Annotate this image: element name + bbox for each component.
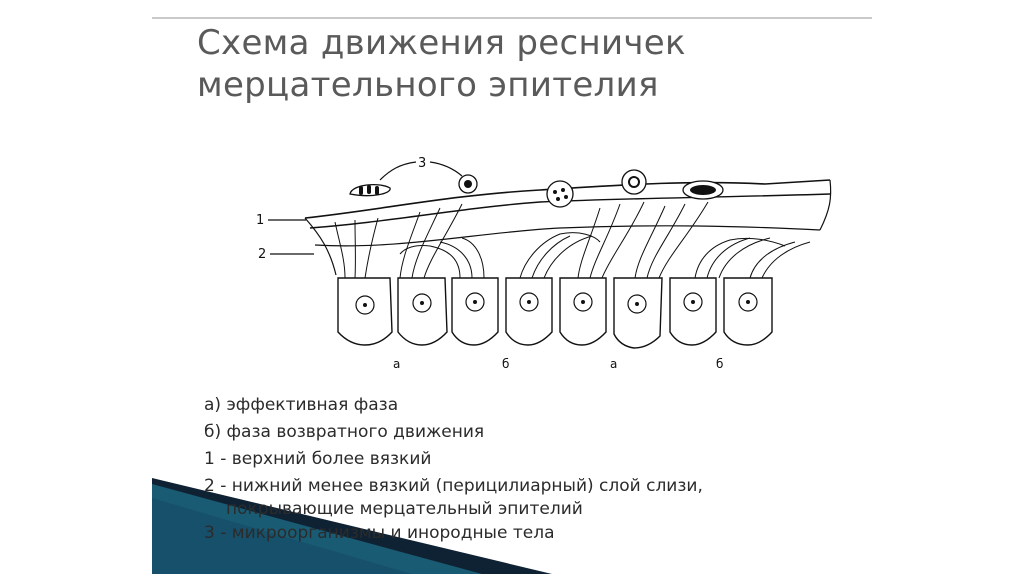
phase-label-b1: б bbox=[502, 357, 509, 371]
label-3-arrow-right bbox=[430, 162, 462, 176]
label-2: 2 bbox=[258, 247, 266, 262]
microorganism-2-core bbox=[464, 180, 472, 188]
mucus-layer-2 bbox=[315, 226, 820, 246]
label-3-arrow-left bbox=[380, 162, 416, 180]
cilia bbox=[335, 202, 810, 278]
ciliated-epithelium-diagram: 1 2 3 bbox=[240, 150, 840, 385]
epithelial-cell bbox=[560, 278, 606, 345]
epithelial-cells bbox=[338, 278, 772, 348]
legend-item-1: 1 - верхний более вязкий bbox=[204, 446, 844, 473]
epithelial-cell bbox=[614, 278, 662, 348]
epithelial-cell bbox=[670, 278, 716, 345]
legend-item-b: б) фаза возвратного движения bbox=[204, 419, 844, 446]
label-3: 3 bbox=[418, 156, 426, 171]
top-divider bbox=[152, 17, 872, 19]
legend: а) эффективная фаза б) фаза возвратного … bbox=[204, 392, 844, 547]
epithelial-cell bbox=[398, 278, 447, 345]
legend-item-2-continuation: покрывающие мерцательный эпителий bbox=[204, 500, 844, 520]
epithelial-cell bbox=[338, 278, 392, 345]
legend-item-a: а) эффективная фаза bbox=[204, 392, 844, 419]
legend-item-3: 3 - микроорганизмы и инородные тела bbox=[204, 520, 844, 547]
epithelial-cell bbox=[452, 278, 498, 345]
epithelial-cell bbox=[724, 278, 772, 345]
legend-item-2: 2 - нижний менее вязкий (перицилиарный) … bbox=[204, 473, 844, 500]
label-1: 1 bbox=[256, 213, 264, 228]
phase-label-a2: а bbox=[610, 357, 617, 371]
mucus-edge-right bbox=[820, 180, 831, 230]
phase-label-b2: б bbox=[716, 357, 723, 371]
phase-label-a1: а bbox=[393, 357, 400, 371]
epithelial-cell bbox=[506, 278, 552, 345]
title-line-2: мерцательного эпителия bbox=[197, 64, 877, 106]
microorganism-5-core bbox=[690, 185, 716, 195]
slide-title: Схема движения ресничек мерцательного эп… bbox=[197, 22, 877, 106]
microorganism-3 bbox=[547, 181, 573, 207]
microorganism-4 bbox=[622, 170, 646, 194]
title-line-1: Схема движения ресничек bbox=[197, 22, 877, 64]
microorganism-1-rods bbox=[359, 185, 379, 195]
